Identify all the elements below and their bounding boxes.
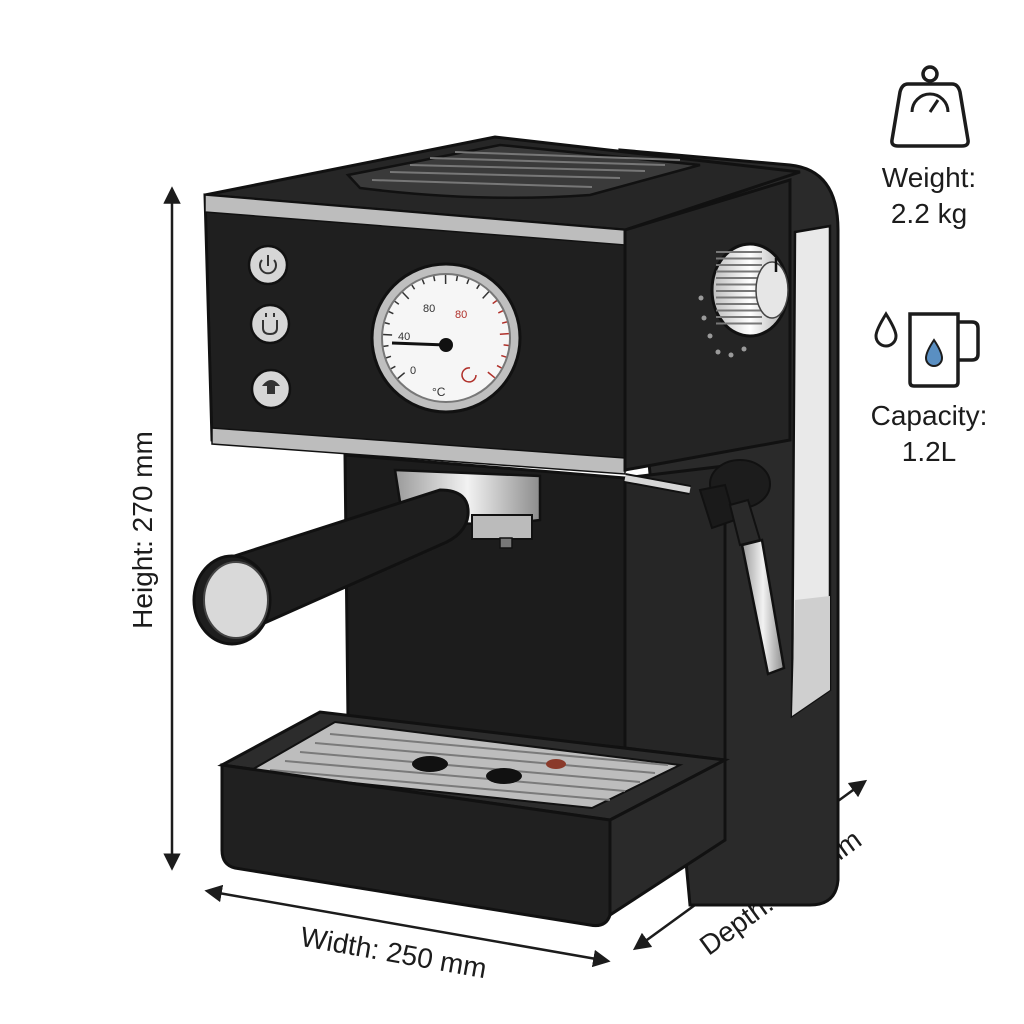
weight-scale-icon	[890, 65, 970, 148]
steam-knob[interactable]	[710, 242, 790, 338]
gauge-tick	[503, 344, 509, 347]
gauge-tick	[492, 300, 498, 305]
gauge-tick	[476, 284, 481, 290]
gauge-tick	[397, 372, 406, 380]
height-label: Height: 270 mm	[127, 431, 158, 629]
gauge-tick	[421, 279, 425, 285]
gauge-tick	[383, 333, 393, 336]
gauge-tick	[433, 276, 436, 282]
weight-spec: Weight: 2.2 kg	[829, 160, 1024, 232]
gauge-tick-label: 0	[410, 365, 416, 377]
capacity-spec: Capacity: 1.2L	[829, 398, 1024, 470]
gauge-tick	[385, 355, 392, 359]
temperature-gauge: 80 40 0 80 °C	[370, 262, 522, 414]
gauge-tick	[466, 278, 470, 285]
portafilter-handle	[219, 488, 470, 627]
hot-water-icon	[262, 313, 278, 336]
gauge-tick	[388, 310, 394, 315]
power-icon	[259, 255, 277, 275]
power-button[interactable]	[247, 244, 289, 286]
height-dimension: Height: 270 mm	[127, 186, 181, 871]
width-label: Width: 250 mm	[298, 921, 489, 984]
gauge-tick	[455, 275, 459, 282]
weight-label: Weight:	[881, 162, 977, 193]
gauge-tick	[487, 371, 496, 379]
gauge-tick	[394, 300, 400, 305]
gauge-tick	[501, 354, 507, 358]
knob-indicator-dots	[698, 295, 747, 358]
gauge-tick	[482, 291, 490, 299]
gauge-tick-label: 80	[423, 303, 435, 315]
water-jug-icon	[874, 311, 980, 388]
gauge-tick	[384, 322, 390, 325]
steam-button[interactable]	[250, 368, 292, 410]
gauge-tick-label: 80	[455, 309, 467, 321]
gauge-tick	[402, 291, 410, 300]
gauge-tick	[390, 365, 396, 370]
gauge-tick	[501, 321, 508, 324]
gauge-tick	[497, 310, 504, 314]
steam-icon	[262, 380, 280, 394]
weight-value: 2.2 kg	[890, 198, 968, 229]
gauge-unit: °C	[432, 385, 446, 399]
steam-wand	[624, 459, 786, 676]
gauge-tick	[499, 332, 509, 335]
control-buttons	[247, 244, 292, 410]
bottom-chrome-trim	[211, 427, 626, 475]
portafilter	[192, 468, 542, 646]
gauge-tick	[383, 344, 389, 348]
hot-water-button[interactable]	[249, 303, 291, 345]
capacity-value: 1.2L	[901, 436, 957, 467]
capacity-label: Capacity:	[870, 400, 988, 431]
gauge-tick	[496, 364, 502, 369]
gauge-needle	[391, 341, 447, 347]
gauge-tick	[411, 284, 416, 290]
gauge-tick-label: 40	[398, 331, 410, 343]
